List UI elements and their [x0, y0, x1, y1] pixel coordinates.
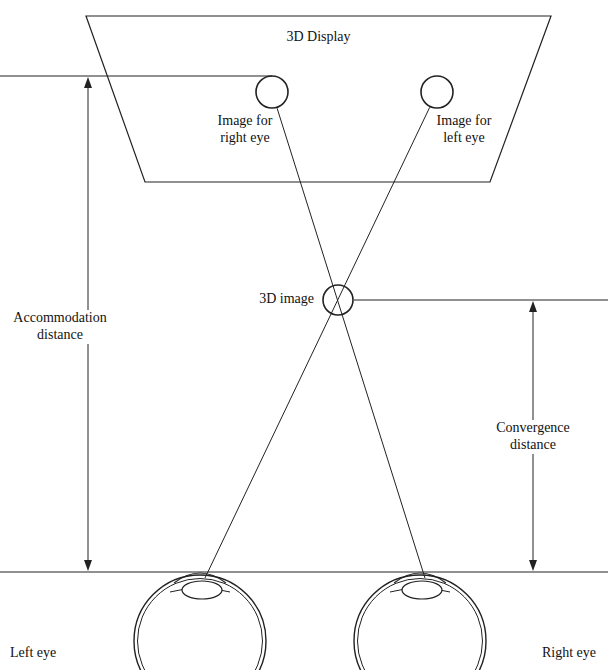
eye-figure: Right eye [350, 566, 490, 670]
arrowhead [84, 560, 92, 571]
virtual-image-circle-outline [322, 284, 354, 316]
eyeball-inner-outline [358, 579, 483, 670]
sight-line [205, 107, 430, 578]
eyeball-outline [354, 575, 486, 670]
circle-outline [256, 76, 288, 108]
image-circle: Image for right eye [255, 75, 289, 109]
sight-line [277, 108, 425, 578]
eye-reference-line [0, 572, 608, 573]
node-label: Image for left eye [432, 113, 496, 147]
node-label: 3D image [257, 291, 316, 308]
virtual-image-circle: 3D image [322, 284, 354, 316]
eyeball-inner-outline [138, 579, 263, 670]
accommodation-reference-line [0, 76, 272, 77]
node-label: Left eye [8, 645, 58, 662]
eye-figure-outline [130, 566, 270, 670]
circle-outline [421, 76, 453, 108]
eye-lens [402, 581, 442, 599]
eye-lens [182, 581, 222, 599]
image-circle-outline [255, 75, 289, 109]
eye-figure: Left eye [130, 566, 270, 670]
arrowhead [529, 301, 537, 312]
dimension-label: Convergence distance [483, 420, 583, 454]
arrowhead [84, 77, 92, 88]
display-trapezoid [86, 16, 551, 182]
image-circle: Image for left eye [420, 75, 454, 109]
dimension-label: Accommodation distance [5, 310, 115, 344]
node-label: Right eye [540, 645, 598, 662]
circle-outline [323, 285, 353, 315]
arrowhead [529, 560, 537, 571]
convergence-reference-line [354, 300, 608, 301]
eyeball-outline [134, 575, 266, 670]
node-label: Image for right eye [213, 113, 277, 147]
node-label: 3D Display [85, 29, 552, 46]
display-panel: 3D DisplayImage for right eyeImage for l… [85, 15, 552, 183]
image-circle-outline [420, 75, 454, 109]
eye-figure-outline [350, 566, 490, 670]
